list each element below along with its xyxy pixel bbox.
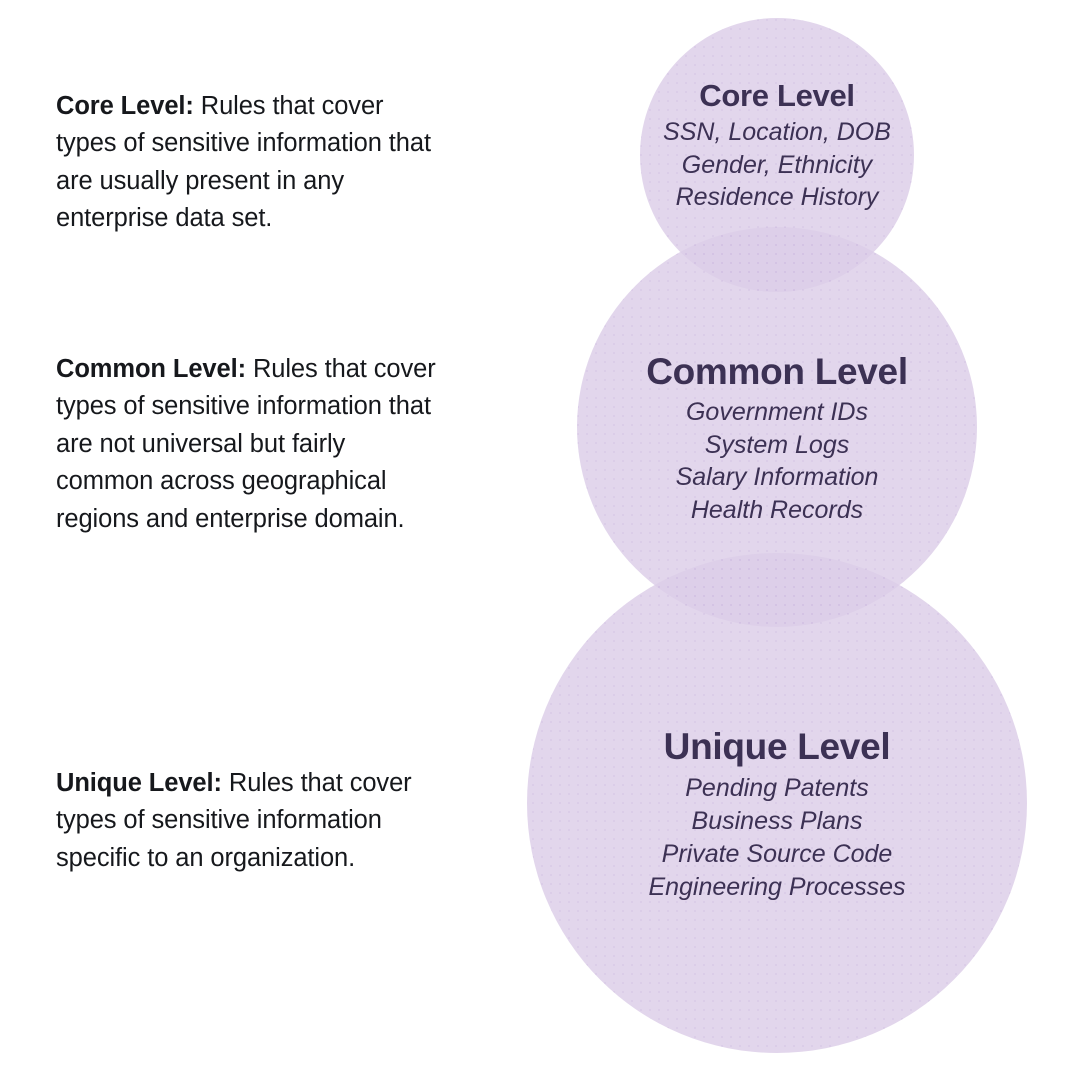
circle-common-items: Government IDs System Logs Salary Inform… — [557, 396, 997, 526]
description-common-body: Rules that cover types of sensitive info… — [56, 354, 436, 533]
description-unique: Unique Level: Rules that cover types of … — [56, 765, 446, 878]
circle-unique-item: Private Source Code — [661, 840, 893, 868]
description-core: Core Level: Rules that cover types of se… — [56, 88, 446, 238]
circle-label-unique: Unique Level Pending Patents Business Pl… — [557, 722, 997, 904]
circle-unique-texture — [527, 553, 1027, 1053]
circle-label-core: Core Level SSN, Location, DOB Gender, Et… — [557, 76, 997, 214]
circle-unique-item: Pending Patents — [685, 774, 869, 802]
circle-common-texture — [577, 227, 977, 627]
circle-core-texture — [640, 18, 914, 292]
circle-unique-item: Engineering Processes — [648, 873, 906, 901]
circle-unique-items: Pending Patents Business Plans Private S… — [557, 772, 997, 904]
circle-common-item: Government IDs — [685, 398, 868, 426]
circle-common-item: Health Records — [690, 495, 864, 524]
circle-label-common: Common Level Government IDs System Logs … — [557, 348, 997, 526]
description-unique-lead: Unique Level: — [56, 768, 222, 797]
circle-core-title: Core Level — [699, 78, 855, 113]
circle-unique-item: Business Plans — [691, 807, 863, 835]
circle-common-title: Common Level — [646, 351, 908, 392]
description-unique-body: Rules that cover types of sensitive info… — [56, 768, 412, 872]
description-core-lead: Core Level: — [56, 91, 194, 120]
circle-unique-title: Unique Level — [663, 726, 891, 767]
description-core-body: Rules that cover types of sensitive info… — [56, 91, 431, 233]
circle-core-item: Residence History — [675, 183, 879, 211]
circle-core-item: SSN, Location, DOB — [663, 118, 891, 146]
description-common-lead: Common Level: — [56, 354, 246, 383]
circle-common-item: System Logs — [704, 430, 850, 459]
description-column: Core Level: Rules that cover types of se… — [56, 0, 456, 1080]
circle-core-item: Gender, Ethnicity — [681, 150, 873, 179]
circle-core-items: SSN, Location, DOB Gender, Ethnicity Res… — [557, 116, 997, 214]
circle-common-item: Salary Information — [675, 463, 879, 491]
description-common: Common Level: Rules that cover types of … — [56, 351, 446, 539]
